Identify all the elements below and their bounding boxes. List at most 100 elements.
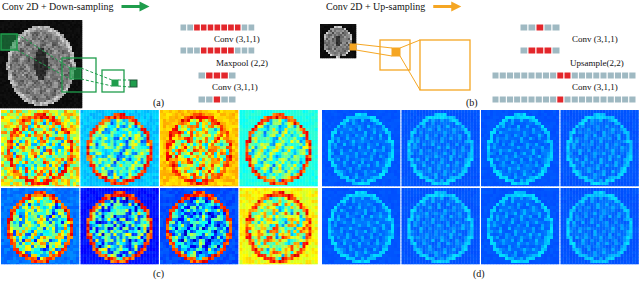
pixel (28, 20, 30, 22)
pixel (334, 40, 336, 42)
pixel (20, 80, 22, 82)
pixel (58, 26, 60, 28)
pixel (352, 30, 354, 32)
pixel (44, 58, 46, 60)
pixel (12, 82, 14, 84)
pixel (64, 28, 66, 30)
pixel (20, 56, 22, 58)
pixel (38, 36, 40, 38)
pixel (80, 100, 82, 102)
pixel (348, 38, 350, 40)
pixel (12, 76, 14, 78)
pixel (46, 102, 48, 104)
pixel (12, 54, 14, 56)
pixel (54, 106, 56, 108)
pixel (80, 34, 82, 36)
pixel (6, 78, 8, 80)
pixel (322, 40, 324, 42)
pixel (78, 42, 80, 44)
pixel (30, 38, 32, 40)
pixel (28, 88, 30, 90)
pixel (320, 28, 322, 30)
pixel (64, 30, 66, 32)
pixel (4, 90, 6, 92)
pixel (80, 44, 82, 46)
pixel (18, 46, 20, 48)
pixel (352, 36, 354, 38)
pixel (42, 86, 44, 88)
pixel (70, 48, 72, 50)
pixel (24, 100, 26, 102)
pixel (48, 60, 50, 62)
pixel (78, 100, 80, 102)
pixel (44, 46, 46, 48)
pixel (56, 74, 58, 76)
pixel (18, 22, 20, 24)
pixel (350, 30, 352, 32)
pixel (44, 78, 46, 80)
pixel (26, 76, 28, 78)
pixel (42, 106, 44, 108)
pixel (38, 56, 40, 58)
pixel (78, 106, 80, 108)
pixel (4, 52, 6, 54)
pixel (30, 40, 32, 42)
pixel (42, 60, 44, 62)
pixel (30, 104, 32, 106)
pixel (62, 48, 64, 50)
pixel (32, 24, 34, 26)
pixel (320, 44, 322, 46)
pixel (40, 58, 42, 60)
pixel (6, 84, 8, 86)
pixel (340, 30, 342, 32)
pixel (44, 100, 46, 102)
pixel (52, 84, 54, 86)
pixel (4, 74, 6, 76)
pixel (80, 30, 82, 32)
pixel (72, 88, 74, 90)
pixel (28, 52, 30, 54)
pixel (50, 74, 52, 76)
pixel (4, 22, 6, 24)
pixel (334, 32, 336, 34)
pixel (54, 28, 56, 30)
pixel (50, 42, 52, 44)
pixel (56, 44, 58, 46)
pixel (52, 88, 54, 90)
pixel (16, 100, 18, 102)
pixel (24, 36, 26, 38)
pixel (26, 102, 28, 104)
pixel (46, 96, 48, 98)
pixel (58, 100, 60, 102)
pixel (42, 24, 44, 26)
pixel (28, 68, 30, 70)
pixel (4, 70, 6, 72)
pixel (16, 60, 18, 62)
pixel (38, 40, 40, 42)
pixel (30, 60, 32, 62)
pixel (44, 80, 46, 82)
pixel (52, 34, 54, 36)
pixel (18, 62, 20, 64)
pixel (22, 22, 24, 24)
pixel (80, 40, 82, 42)
pixel (18, 80, 20, 82)
pixel (8, 84, 10, 86)
pixel (78, 50, 80, 52)
pixel (64, 48, 66, 50)
pixel (324, 44, 326, 46)
pixel (50, 46, 52, 48)
pixel (8, 62, 10, 64)
pixel (52, 48, 54, 50)
pixel (340, 38, 342, 40)
pixel (48, 78, 50, 80)
pixel (338, 28, 340, 30)
pixel (18, 98, 20, 100)
pixel (18, 32, 20, 34)
pixel (44, 66, 46, 68)
pixel (54, 48, 56, 50)
pixel (20, 48, 22, 50)
pixel (36, 70, 38, 72)
pixel (62, 104, 64, 106)
pixel (66, 96, 68, 98)
